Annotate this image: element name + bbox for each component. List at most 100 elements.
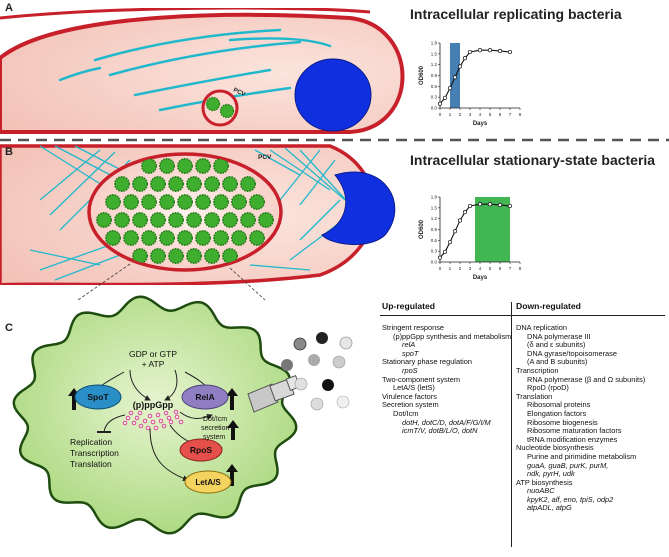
bacterium [168, 212, 185, 229]
y-tick-label: 0.3 [431, 95, 438, 100]
data-point [457, 64, 463, 69]
bacterium [204, 212, 221, 229]
data-point [457, 218, 463, 223]
cytoskeleton-filaments [58, 28, 332, 112]
rela-protein [181, 384, 229, 410]
x-tick-label: 5 [489, 112, 492, 117]
x-axis-label: Days [473, 121, 488, 127]
bacterium [123, 230, 140, 247]
x-tick-label: 5 [489, 266, 492, 271]
ppgpp-dot [174, 414, 180, 420]
ppgpp-dot [150, 419, 156, 425]
y-tick-label: 0.6 [431, 84, 438, 89]
x-tick-label: 8 [519, 112, 522, 117]
bacterium [159, 158, 176, 175]
bacterium [204, 248, 221, 265]
x-tick-label: 7 [509, 112, 512, 117]
x-axis-label: Days [473, 275, 488, 281]
zoom-line-left [77, 263, 131, 301]
data-point [447, 86, 453, 91]
down-regulated-header: Down-regulated [516, 301, 581, 311]
bacterium [205, 96, 221, 112]
x-tick-label: 4 [479, 266, 482, 271]
y-tick-label: 0.0 [431, 106, 438, 111]
bacterium [177, 230, 194, 247]
x-tick-label: 2 [459, 112, 462, 117]
stationary-bacteria [96, 158, 274, 265]
y-tick-label: 0.6 [431, 238, 438, 243]
data-point [487, 202, 493, 207]
bacterium [159, 230, 176, 247]
bacterium [105, 230, 122, 247]
bacterium [219, 103, 235, 119]
y-axis-label: OD600 [419, 219, 425, 239]
table-entry: Ribosomal proteins [527, 400, 591, 410]
table-entry: (p)ppGpp synthesis and metabolism [393, 331, 512, 341]
panel-a-host-cell [0, 8, 405, 134]
bacterium [141, 158, 158, 175]
ppgpp-dot [161, 423, 167, 429]
y-tick-label: 1.2 [431, 62, 438, 67]
y-tick-label: 1.5 [431, 205, 438, 210]
x-tick-label: 1 [449, 266, 452, 271]
ppgpp-dot [147, 413, 153, 419]
bacterium [222, 212, 239, 229]
growth-phase-highlight [475, 197, 510, 262]
x-tick-label: 0 [439, 112, 442, 117]
data-point [497, 202, 503, 207]
bacterium [257, 212, 274, 229]
table-entry: LetA/S (letS) [393, 383, 435, 393]
x-tick-label: 6 [499, 266, 502, 271]
secretion-apparatus [247, 375, 301, 413]
data-point [452, 75, 458, 80]
bacterium [159, 194, 176, 211]
substrate-text-1: GDP or GTP [129, 349, 177, 359]
up-regulated-list: Stringent response(p)ppGpp synthesis and… [382, 323, 512, 436]
bacterium [186, 212, 203, 229]
up-regulated-header: Up-regulated [382, 301, 435, 311]
table-entry: RNA polymerase (β and Ω subunits) [527, 374, 646, 384]
ppgpp-dot [163, 410, 169, 416]
host-nucleus [321, 171, 396, 245]
data-point [487, 48, 493, 53]
data-point [477, 48, 483, 53]
ppgpp-dot [131, 420, 137, 426]
ppgpp-label: (p)ppGpp [133, 400, 174, 410]
bacterium [195, 230, 212, 247]
bacterium [150, 212, 167, 229]
bacterium [213, 158, 230, 175]
spot-label: SpoT [87, 392, 109, 402]
table-entry: nuoABC [527, 486, 555, 496]
x-tick-label: 1 [449, 112, 452, 117]
data-point [437, 255, 443, 260]
bacterium [204, 176, 221, 193]
ppgpp-dot [158, 418, 164, 424]
bacterium [249, 194, 266, 211]
bacterium [168, 248, 185, 265]
data-point [497, 48, 503, 53]
bacterium [222, 176, 239, 193]
data-point [452, 229, 458, 234]
ppgpp-dot [137, 410, 143, 416]
x-tick-label: 6 [499, 112, 502, 117]
dot-icm-label-1: Dot/Icm [203, 416, 227, 423]
ppgpp-dot [122, 420, 128, 426]
data-point [462, 56, 468, 61]
panel-letter-c: C [5, 322, 13, 334]
table-entry: (δ and ε subunits) [527, 340, 586, 350]
rela-label: RelA [195, 392, 214, 402]
bacterium [96, 212, 113, 229]
data-point [442, 95, 448, 100]
table-entry: dotH, dotC/D, dotA/F/G/I/M [402, 417, 491, 427]
bacterium [114, 212, 131, 229]
table-entry: Transcription [516, 365, 559, 375]
x-tick-label: 8 [519, 266, 522, 271]
bacterium [213, 230, 230, 247]
table-entry: DNA gyrase/topoisomerase [527, 348, 617, 358]
inhibited-process-1: Replication [70, 437, 112, 447]
table-entry: spoT [402, 348, 419, 358]
bacterium [177, 158, 194, 175]
